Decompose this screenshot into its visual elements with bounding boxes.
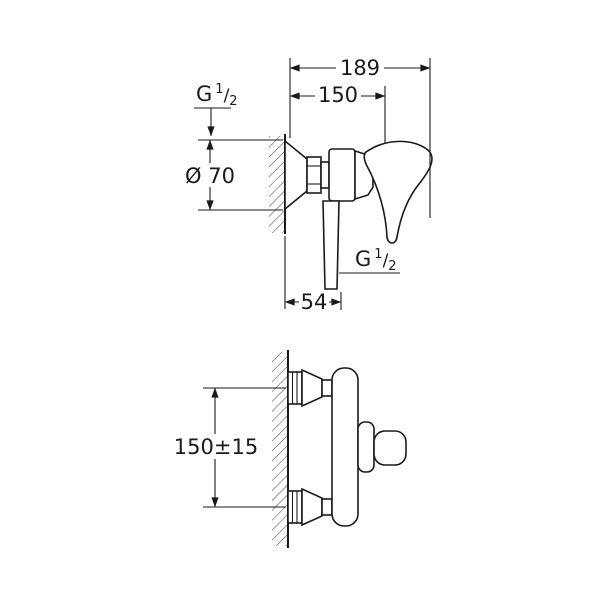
lever-handle-front [373,430,407,466]
mixer-body-front [331,367,359,527]
label-mask [336,56,384,79]
label-mask [299,291,329,313]
dim-label-center-distance: 150±15 [174,435,258,459]
upper-flange [287,368,333,408]
thread-block-lower [287,490,303,524]
thread-numerator: 1 [374,247,382,262]
inlet-connector [320,161,330,189]
thread-block-upper [287,371,303,405]
nipple-upper [321,379,333,397]
shower-outlet-pipe [322,200,340,290]
lower-flange [287,487,333,527]
front-view: 150±15 [174,350,407,548]
wall-section-side [269,134,286,309]
thread-g: G [355,247,371,271]
wall-hatch-side [269,136,285,233]
union-nut [306,156,322,194]
wall-hatch-front [272,352,288,546]
dimension-outlet-offset: 54 [284,290,342,314]
thread-denominator: 2 [388,259,396,274]
dimension-flange-diameter: Ø 70 [183,139,283,211]
dim-label-flange-diameter: Ø 70 [185,164,235,188]
mixer-body-side [328,148,356,202]
escutcheon-cone-upper [301,368,323,408]
cartridge-front [357,421,375,473]
dim-label-total-depth: 189 [340,56,380,80]
thread-slash: / [224,86,230,106]
escutcheon-cone-lower [301,487,323,527]
label-mask [315,84,361,106]
thread-denominator: 2 [229,94,237,109]
dim-label-wall-to-front: 150 [318,83,358,107]
nipple-lower [321,498,333,516]
dimension-total-depth: 189 [289,56,431,218]
thread-slash: / [383,251,389,271]
dim-label-outlet-offset: 54 [301,290,328,314]
mixer-front-profile [331,367,407,527]
label-mask [177,434,255,459]
thread-g: G [196,82,212,106]
mixer-side-profile [284,139,433,290]
dimension-center-distance: 150±15 [174,387,286,508]
label-mask [183,163,238,187]
thread-numerator: 1 [215,82,223,97]
wall-section-front [272,350,289,548]
escutcheon-cone [284,139,308,211]
dimension-wall-to-front: 150 [289,83,386,144]
lever-handle-side [363,140,433,244]
